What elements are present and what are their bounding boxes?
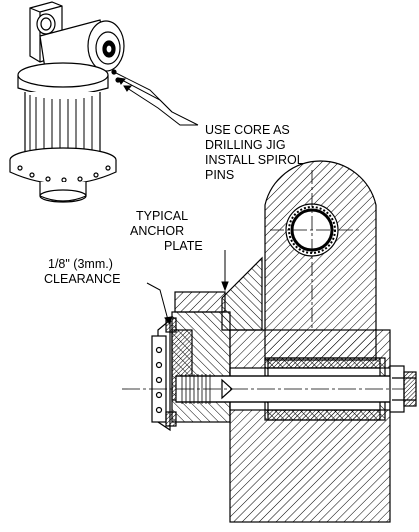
callout-line: PINS <box>205 168 234 182</box>
callout-line: TYPICAL <box>136 209 188 223</box>
callout-core-drill: USE CORE AS DRILLING JIG INSTALL SPIROL … <box>205 123 304 182</box>
callout-line: DRILLING JIG <box>205 138 286 152</box>
isometric-assembly <box>9 1 125 203</box>
callout-line: INSTALL SPIROL <box>205 153 304 167</box>
callout-line: PLATE <box>164 239 203 253</box>
anchor-clearance-leaders <box>146 250 229 326</box>
section-view <box>122 160 417 523</box>
callout-clearance: 1/8" (3mm.) CLEARANCE <box>44 257 120 286</box>
callout-line: CLEARANCE <box>44 272 120 286</box>
callout-line: ANCHOR <box>130 224 184 238</box>
callout-line: USE CORE AS <box>205 123 290 137</box>
callout-anchor-plate: TYPICAL ANCHOR PLATE <box>130 209 203 253</box>
callout-line: 1/8" (3mm.) <box>48 257 113 271</box>
drilling-jig-leader <box>113 71 199 126</box>
